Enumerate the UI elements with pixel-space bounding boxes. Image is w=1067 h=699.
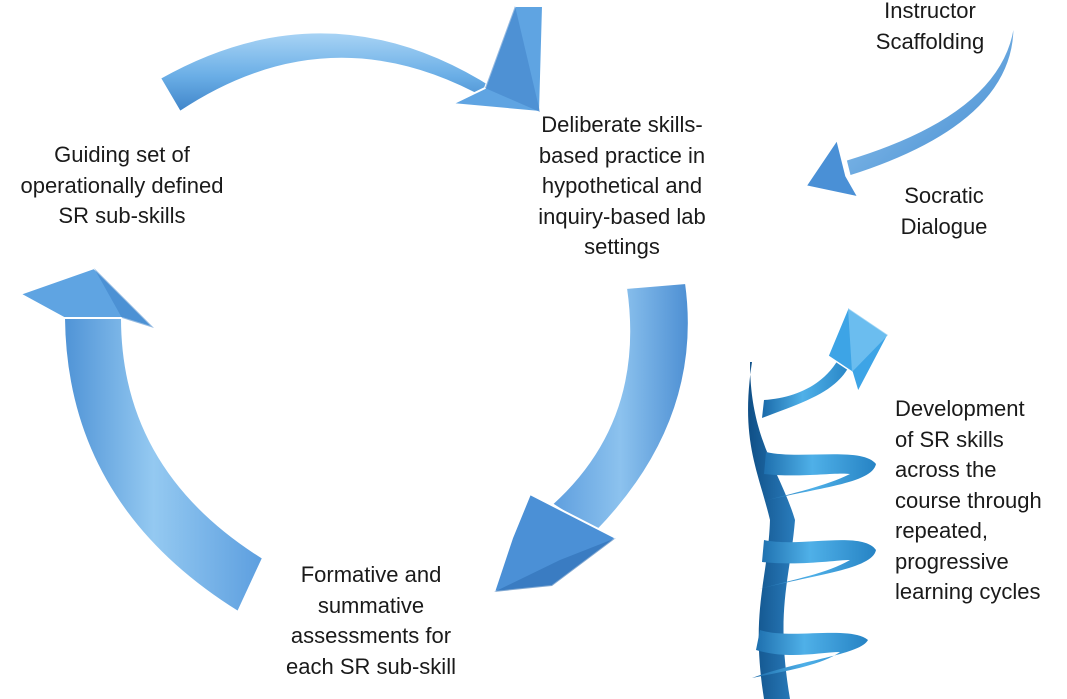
development-line: repeated,: [895, 518, 988, 543]
scaffolding-arrow: [804, 19, 1015, 199]
instructor-line: Instructor: [884, 0, 976, 23]
deliberate-line: based practice in: [538, 142, 706, 168]
assessments-line: assessments for: [290, 623, 452, 648]
socratic-line: Dialogue: [900, 213, 988, 239]
spiral-arrow: [748, 306, 889, 699]
socratic-line: Socratic: [904, 183, 984, 208]
instructor-label: Instructor Scaffolding: [858, 0, 1002, 57]
cycle-arrow-top: [158, 5, 545, 114]
development-line: of SR skills: [895, 426, 1004, 452]
deliberate-label: Deliberate skills- based practice in hyp…: [512, 110, 732, 263]
assessments-label: Formative and summative assessments for …: [266, 560, 476, 682]
development-line: course through: [895, 487, 1042, 513]
assessments-line: each SR sub-skill: [286, 653, 456, 679]
development-line: Development: [895, 396, 1025, 421]
socratic-label: Socratic Dialogue: [880, 181, 1008, 242]
development-line: across the: [895, 457, 997, 482]
instructor-line: Scaffolding: [875, 28, 985, 54]
guiding-line: operationally defined: [20, 172, 224, 198]
development-line: progressive: [895, 548, 1009, 574]
development-label: Development of SR skills across the cour…: [895, 394, 1065, 608]
cycle-arrow-right: [492, 281, 690, 594]
guiding-label: Guiding set of operationally defined SR …: [2, 140, 242, 232]
deliberate-line: hypothetical and: [541, 173, 703, 198]
cycle-arrow-left: [17, 266, 265, 614]
guiding-line: Guiding set of: [54, 142, 190, 167]
development-line: learning cycles: [895, 579, 1041, 604]
assessments-line: Formative and: [300, 562, 442, 587]
assessments-line: summative: [317, 592, 425, 618]
deliberate-line: settings: [584, 234, 660, 259]
deliberate-line: Deliberate skills-: [541, 112, 703, 137]
deliberate-line: inquiry-based lab: [538, 203, 706, 229]
guiding-line: SR sub-skills: [58, 203, 186, 228]
